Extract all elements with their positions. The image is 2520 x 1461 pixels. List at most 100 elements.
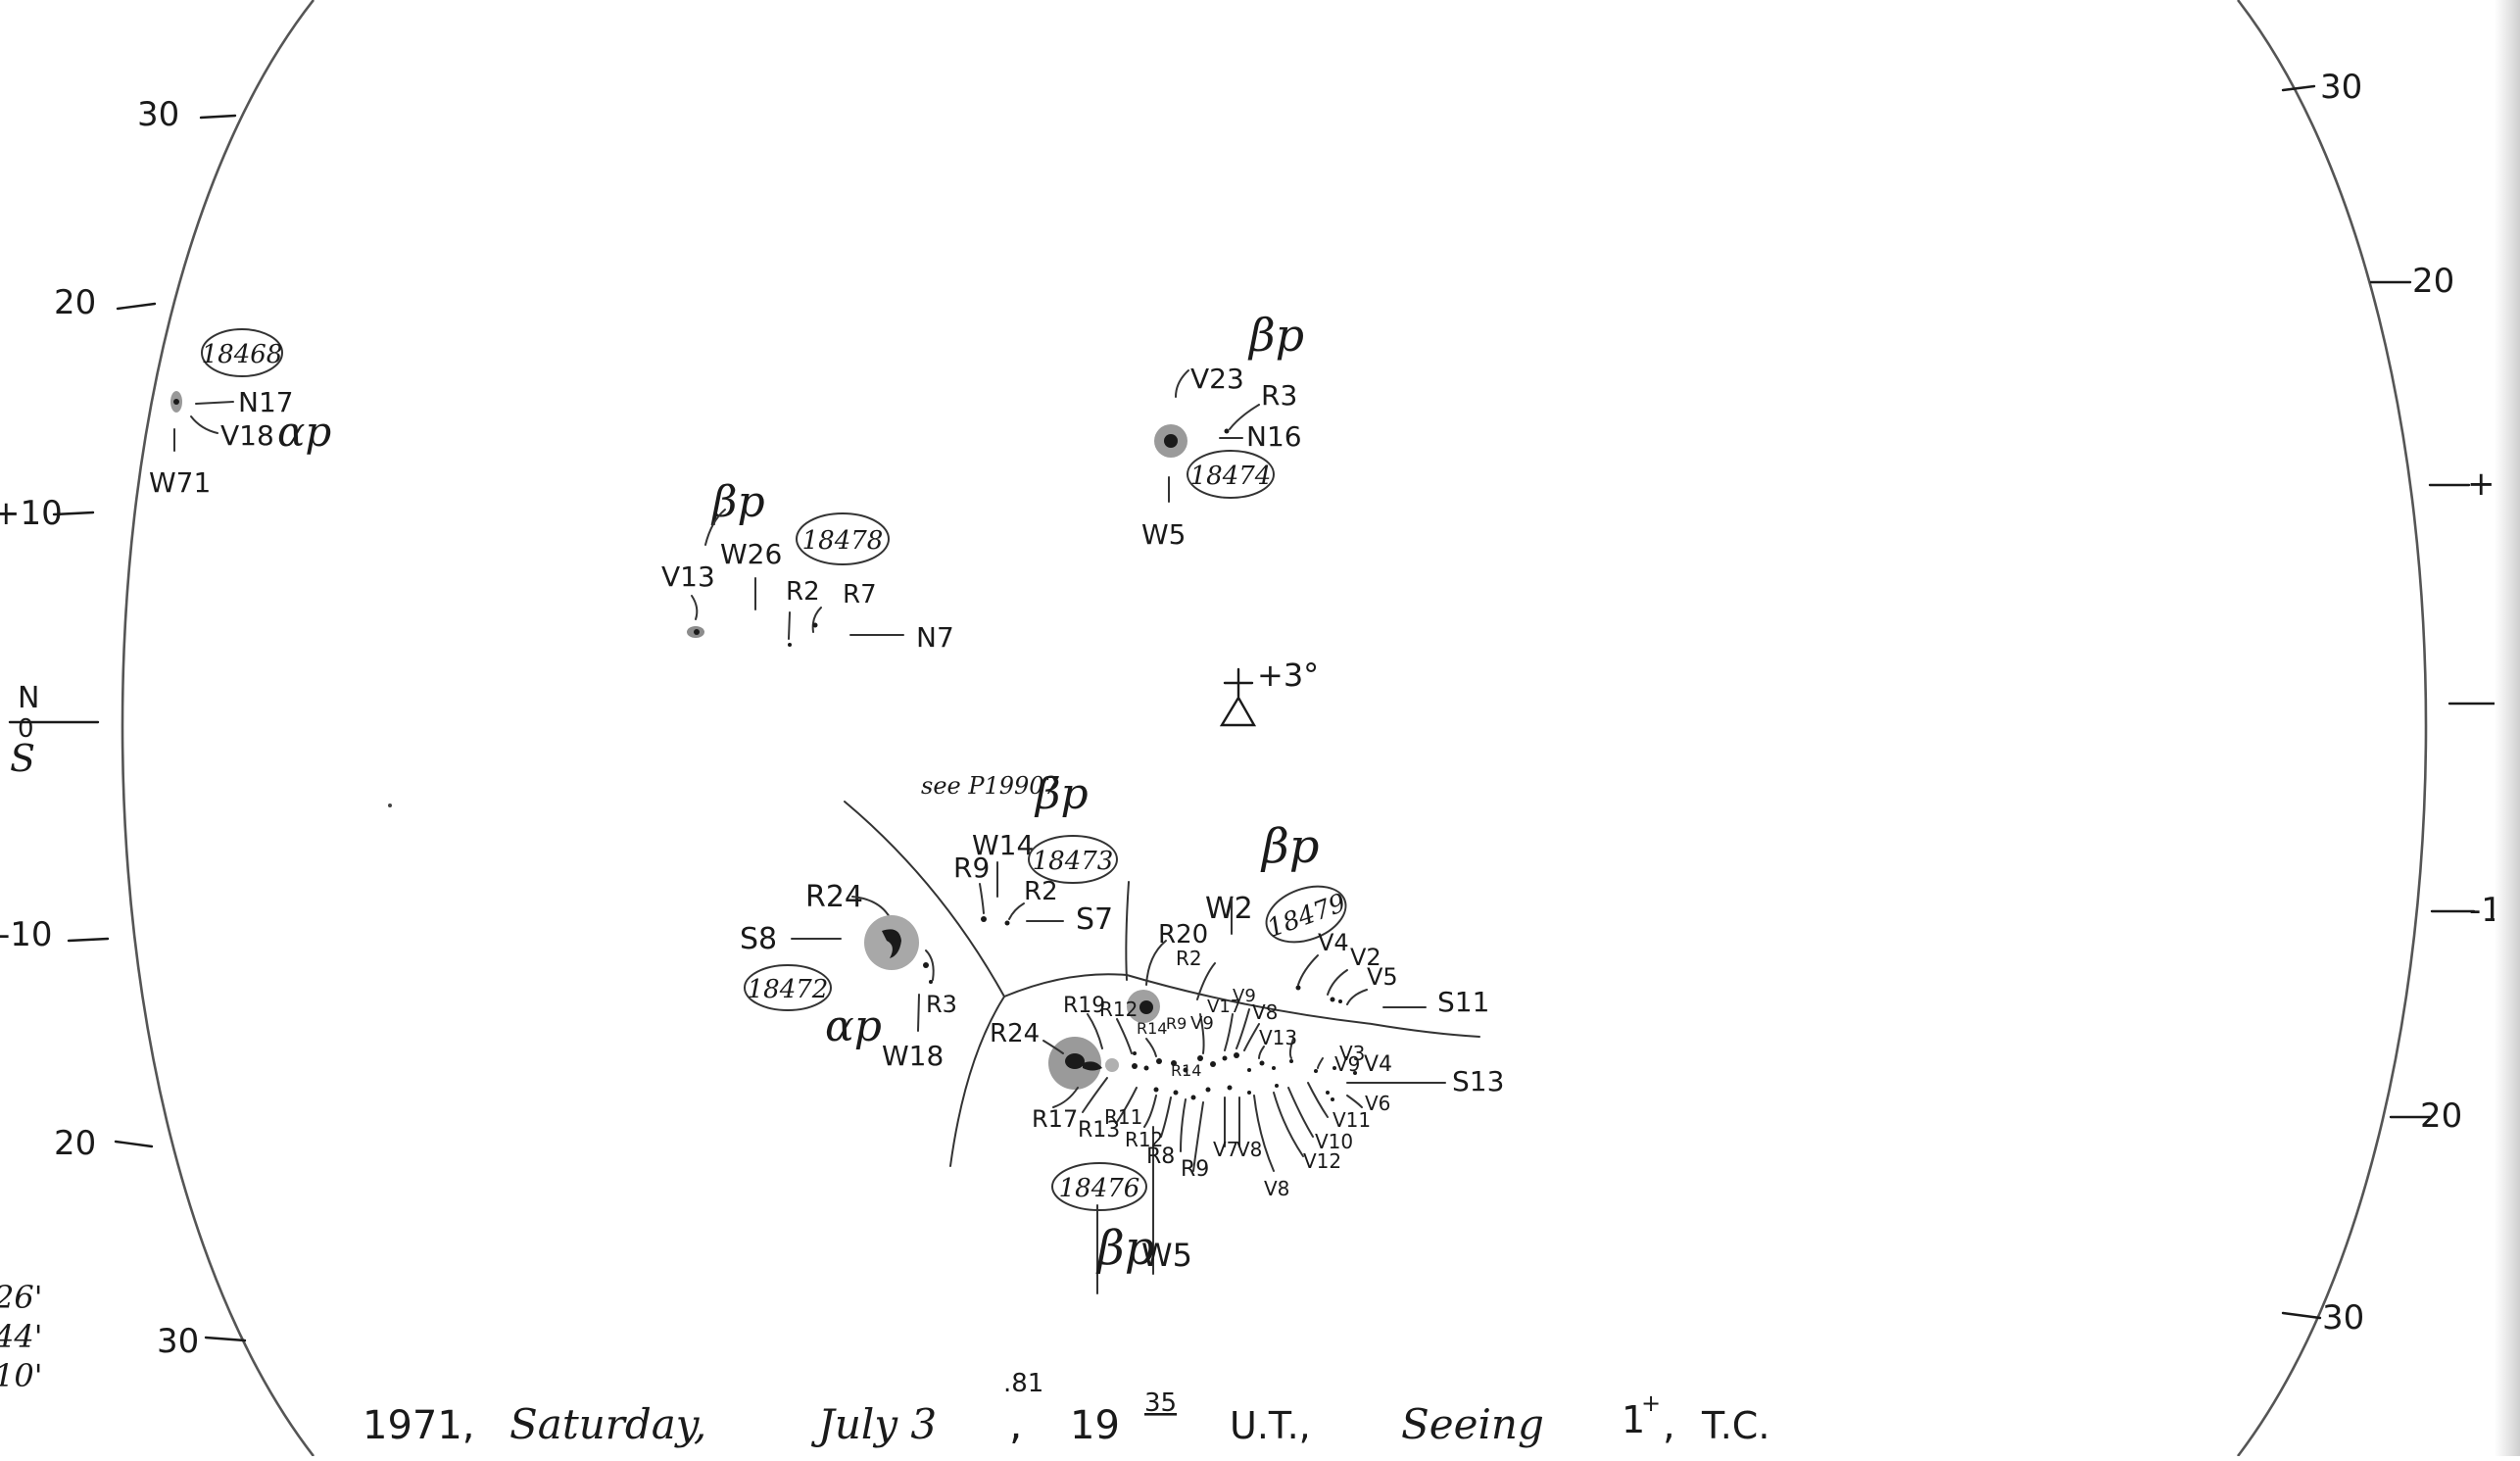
group-class: βp (1034, 769, 1089, 819)
spot-label: W5 (1141, 518, 1187, 551)
margin-notes: 26' 44' 10' (0, 1279, 43, 1394)
spot-label: R12 (1125, 1128, 1163, 1151)
spot-label: V8 (1264, 1177, 1289, 1200)
spot-label: V2 (1350, 944, 1381, 971)
equator-n-label: N (18, 681, 39, 715)
see-note: see P19907 (921, 772, 1060, 800)
group-number-circle (1265, 885, 1347, 944)
right-tick (2281, 84, 2316, 92)
group-class: βp (1095, 1221, 1154, 1276)
group-number: 18468 (202, 340, 283, 369)
left-tick-label: 30 (137, 95, 179, 134)
margin-note: 44' (0, 1318, 43, 1355)
sunspot (1295, 985, 1301, 991)
spot-label: R12 (1099, 998, 1138, 1021)
spot-label: W5 (1141, 1237, 1192, 1274)
right-scale: 30 20 +10 -10 20 30 N (2281, 68, 2520, 1338)
right-tick-label: 20 (2412, 262, 2454, 301)
right-tick-label: 30 (2322, 1298, 2364, 1338)
group-number-circle (1187, 450, 1275, 499)
spot-label: V9 (1334, 1052, 1360, 1076)
spot-label: V11 (1333, 1108, 1371, 1132)
spot-label: R20 (1158, 920, 1208, 950)
group-class: αp (277, 408, 331, 456)
caption-comma: , (1009, 1400, 1022, 1448)
group-number: 18474 (1190, 462, 1272, 491)
spot-label: R19 (1063, 994, 1105, 1018)
spot-label: R8 (1146, 1144, 1175, 1169)
sunspot-group-18476: R20 R2 R24 R19 R12 R14 R9 V9 V17 V9 V8 V… (990, 920, 1504, 1294)
triangle-icon (1219, 695, 1257, 727)
caption-day: Saturday, (509, 1400, 706, 1448)
spot-label: V12 (1303, 1149, 1341, 1173)
spot-label: V18 (220, 419, 274, 452)
group-number: 18473 (1033, 847, 1114, 876)
margin-note: 26' (0, 1279, 43, 1316)
spot-label: N17 (238, 386, 294, 418)
left-tick (67, 937, 110, 943)
spot-label: W2 (1205, 892, 1253, 926)
sunspot (981, 916, 987, 922)
spot-label: R13 (1078, 1118, 1120, 1143)
caption-time: 19 (1070, 1403, 1120, 1448)
spot-label: S11 (1437, 986, 1489, 1018)
caption-seeing-value: 1 (1622, 1398, 1645, 1441)
equator-s-label: S (10, 737, 35, 780)
left-tick-label: -10 (0, 915, 53, 954)
sunspot-group-18472: R24 S8 18472 R3 αp W18 (740, 880, 957, 1072)
disk-center-marker: +3° (1219, 657, 1319, 727)
spot-label: W71 (149, 466, 211, 499)
left-tick-label: +10 (0, 494, 63, 533)
group-number: 18478 (802, 526, 884, 556)
spot-label: S7 (1076, 902, 1113, 937)
group-class: αp (825, 1001, 882, 1051)
spot-label: S13 (1452, 1065, 1504, 1097)
spot-label: R2 (786, 577, 820, 607)
spot-label: R7 (843, 580, 877, 609)
group-class: βp (1247, 309, 1304, 362)
group-class: βp (710, 477, 765, 527)
spot-label: S8 (740, 922, 777, 956)
sunspot-group-18473: see P19907 βp W14 18473 R9 R2 S7 (921, 769, 1118, 937)
spot-label: R17 (1032, 1105, 1078, 1133)
right-limb-arc (2236, 0, 2428, 1457)
caption-comma: , (1663, 1403, 1675, 1448)
spot-label: R9 (1181, 1157, 1209, 1182)
spot-label: V7 (1213, 1138, 1238, 1161)
caption-year: 1971, (363, 1403, 475, 1448)
spot-label: V13 (1259, 1026, 1297, 1049)
group-number-circle (1028, 835, 1118, 884)
caption-observer: T.C. (1701, 1404, 1769, 1447)
sunspot-group-18478: βp 18478 V13 W26 R2 R7 N7 (661, 477, 954, 654)
spot-label: R2 (1176, 947, 1202, 970)
spot-label: R9 (1166, 1014, 1187, 1033)
group-number-circle (201, 328, 283, 377)
spot-label: V6 (1365, 1092, 1390, 1115)
spot-label: R3 (926, 991, 957, 1018)
spot-label: V23 (1190, 363, 1244, 395)
sunspot-group-18474: βp V23 R3 N16 W5 18474 (1141, 309, 1304, 551)
spot-label: V9 (1233, 986, 1256, 1006)
spot-label: R11 (1104, 1105, 1142, 1129)
spot-label: R3 (1261, 379, 1297, 412)
left-tick (52, 511, 95, 516)
left-tick (114, 1140, 154, 1148)
spot-label: V5 (1367, 963, 1398, 991)
group-number: 18476 (1059, 1174, 1140, 1203)
spot-label: W18 (882, 1040, 944, 1072)
left-limb-arc (121, 0, 315, 1457)
left-scale: 30 20 +10 -10 20 30 N 0 S (0, 95, 247, 1361)
caption-time-minutes: 35 (1144, 1388, 1177, 1418)
equator-zero-label: 0 (18, 714, 34, 744)
spot-label: V3 (1339, 1042, 1365, 1065)
spot-label: V17 (1207, 997, 1241, 1017)
right-tick-label: 30 (2320, 68, 2362, 107)
caption-date-fraction: .81 (1003, 1369, 1043, 1398)
left-tick-label: 30 (157, 1322, 199, 1361)
leader-lines (1042, 940, 1446, 1294)
group-number-circle (796, 512, 890, 565)
left-tick-label: 20 (54, 283, 96, 322)
group-class: βp (1260, 819, 1319, 874)
